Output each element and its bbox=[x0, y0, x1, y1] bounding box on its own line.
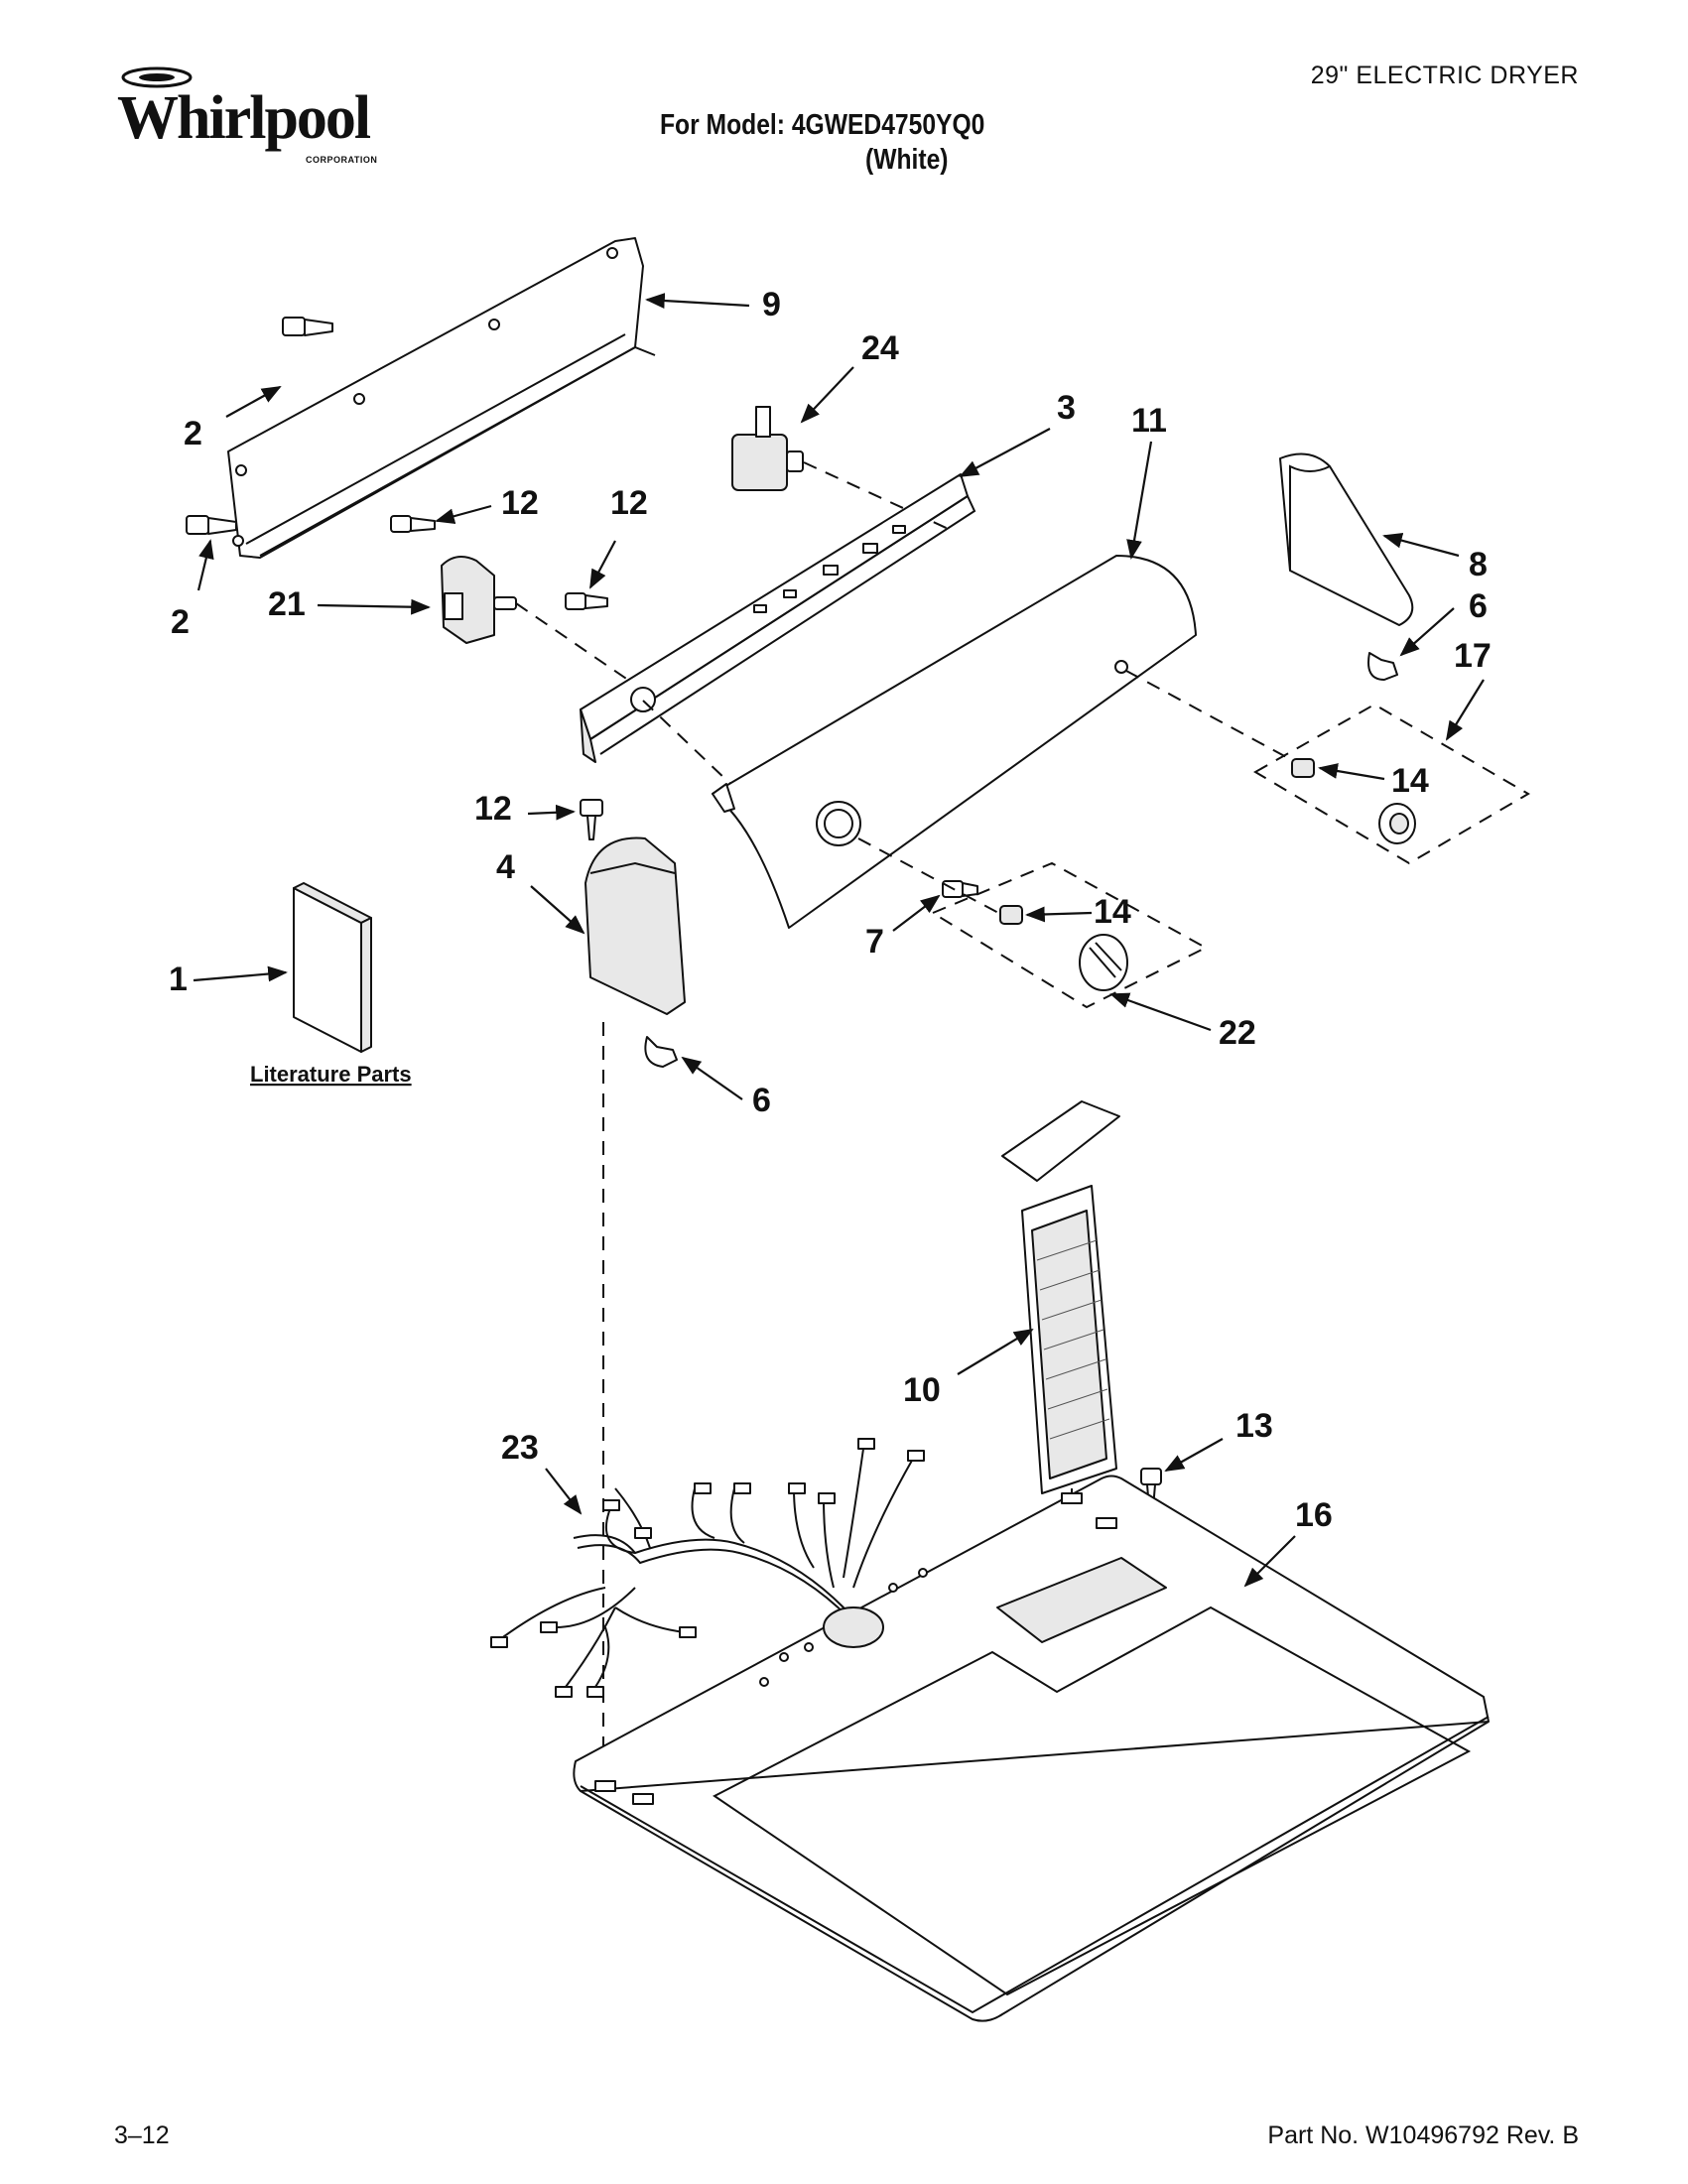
callout-6-right: 6 bbox=[1469, 587, 1488, 625]
part-2-screw-top bbox=[282, 317, 333, 336]
part-24-switch bbox=[731, 406, 804, 491]
brand-logo: Whirlpool CORPORATION bbox=[109, 62, 377, 171]
part-12-screw-left bbox=[390, 515, 436, 533]
part-17-knob bbox=[1378, 803, 1416, 844]
callout-11: 11 bbox=[1131, 402, 1167, 440]
callout-8: 8 bbox=[1469, 546, 1488, 583]
part-1-literature bbox=[293, 882, 372, 1053]
part-11-console bbox=[712, 555, 1197, 929]
callout-14-right: 14 bbox=[1391, 762, 1429, 800]
callout-9: 9 bbox=[762, 286, 781, 323]
callout-22: 22 bbox=[1219, 1014, 1256, 1052]
callout-12-right: 12 bbox=[610, 484, 648, 522]
callout-2-top: 2 bbox=[184, 415, 202, 452]
part-6-clip-left bbox=[644, 1036, 678, 1068]
literature-parts-label: Literature Parts bbox=[250, 1062, 412, 1087]
document-type: 29" ELECTRIC DRYER bbox=[1310, 62, 1579, 89]
part-6-clip-right bbox=[1367, 652, 1398, 681]
callout-12-lower: 12 bbox=[474, 790, 512, 828]
part-14-spacer-right bbox=[1291, 758, 1315, 778]
callout-13: 13 bbox=[1235, 1407, 1273, 1445]
part-12-screw-lower bbox=[580, 799, 603, 840]
part-3-console-bracket bbox=[580, 473, 976, 763]
part-22-knob bbox=[1079, 934, 1128, 991]
leader-lines bbox=[193, 293, 1485, 1588]
part-number: Part No. W10496792 Rev. B bbox=[1267, 2121, 1579, 2149]
brand-subtitle: CORPORATION bbox=[306, 155, 378, 165]
callout-12-left: 12 bbox=[501, 484, 539, 522]
callout-17: 17 bbox=[1454, 637, 1492, 675]
part-2-screw-bottom bbox=[186, 515, 237, 535]
callout-14-left: 14 bbox=[1094, 893, 1131, 931]
brand-name: Whirlpool bbox=[117, 84, 371, 152]
part-16-top-panel bbox=[573, 1475, 1490, 2022]
callout-10: 10 bbox=[903, 1371, 941, 1409]
part-4-end-cap-left bbox=[584, 836, 686, 1015]
part-21-timer bbox=[441, 556, 517, 644]
part-9-rear-panel bbox=[227, 237, 656, 559]
callout-7: 7 bbox=[865, 923, 884, 961]
callout-1: 1 bbox=[169, 961, 188, 998]
model-title: For Model: 4GWED4750YQ0 bbox=[660, 109, 985, 141]
callout-6-left: 6 bbox=[752, 1082, 771, 1119]
part-7-clip bbox=[942, 880, 978, 898]
part-10-lint-screen bbox=[1001, 1100, 1120, 1494]
part-12-screw-right bbox=[565, 592, 608, 610]
callout-4: 4 bbox=[496, 848, 515, 886]
callout-24: 24 bbox=[861, 329, 899, 367]
callout-21: 21 bbox=[268, 585, 306, 623]
part-8-end-cap-right bbox=[1279, 452, 1414, 626]
part-14-spacer-left bbox=[999, 905, 1023, 925]
callout-23: 23 bbox=[501, 1429, 539, 1467]
page-number: 3–12 bbox=[114, 2121, 170, 2149]
part-17-kit-outline bbox=[1253, 703, 1530, 865]
callout-3: 3 bbox=[1057, 389, 1076, 427]
callout-16: 16 bbox=[1295, 1496, 1333, 1534]
callout-2-bottom: 2 bbox=[171, 603, 190, 641]
logo-swirl-icon bbox=[121, 66, 193, 88]
model-variant: (White) bbox=[865, 144, 949, 176]
